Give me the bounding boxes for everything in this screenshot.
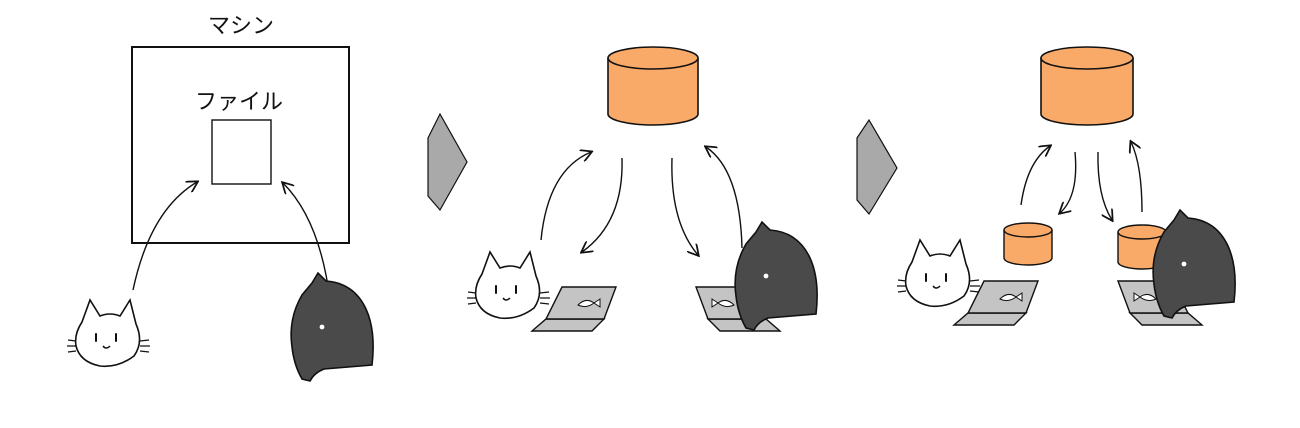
cat-icon [466, 251, 551, 320]
arrow-down-left [1060, 151, 1077, 213]
transition-arrow-icon [427, 112, 468, 212]
file-label: ファイル [195, 90, 284, 115]
central-database-icon [1040, 46, 1134, 126]
machine-label: マシン [208, 14, 275, 39]
arrow-down-left [582, 157, 623, 252]
laptop-icon [531, 286, 617, 332]
machine-box [131, 46, 350, 244]
tapir-icon [734, 221, 818, 331]
tapir-icon [1152, 209, 1236, 319]
arrow-up-right [1131, 142, 1143, 213]
arrow-up-left [1020, 146, 1050, 206]
arrow-up-right [706, 147, 743, 249]
arrow-down-right [1097, 151, 1112, 220]
arrow-down-right [671, 157, 698, 255]
cat-icon [66, 299, 151, 368]
cat-icon [896, 239, 981, 308]
arrow-up-left [540, 152, 591, 241]
transition-arrow-icon [856, 118, 898, 216]
cat-arrow-to-file [132, 182, 197, 291]
tapir-icon [290, 272, 374, 382]
local-cache-icon [1003, 222, 1053, 266]
file-box [211, 119, 272, 185]
central-database-icon [607, 46, 699, 126]
